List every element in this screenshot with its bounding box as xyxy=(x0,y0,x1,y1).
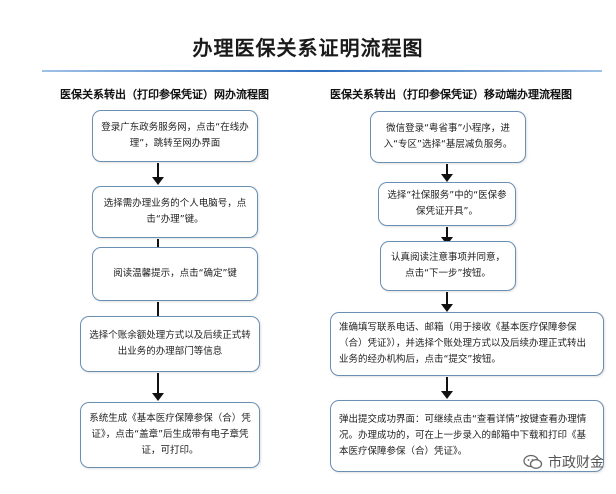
left-arrow-4 xyxy=(152,373,164,401)
left-flow-heading: 医保关系转出（打印参保凭证）网办流程图 xyxy=(60,88,269,101)
watermark-text: 市政财金 xyxy=(548,455,604,471)
watermark: 市政财金 xyxy=(523,452,604,472)
left-step-1: 登录广东政务服务网，点击“在线办理”，跳转至网办界面 xyxy=(92,110,258,162)
left-step-4: 选择个账余额处理方式以及后续正式转出业务的办理部门等信息 xyxy=(80,316,260,372)
wechat-icon xyxy=(523,454,543,470)
right-flow-heading: 医保关系转出（打印参保凭证）移动端办理流程图 xyxy=(330,88,572,101)
left-step-2: 选择需办理业务的个人电脑号，点击“办理”键。 xyxy=(92,186,258,238)
right-step-4: 准确填写联系电话、邮箱（用于接收《基本医疗保障参保（合）凭证》），并选择个账处理… xyxy=(330,312,604,376)
left-step-3: 阅读温馨提示，点击“确定”键 xyxy=(92,247,258,301)
right-step-5: 弹出提交成功界面：可继续点击“查看详情”按键查看办理情况。办理成功的，可在上一步… xyxy=(330,400,604,472)
title-divider xyxy=(42,70,602,72)
right-step-1: 微信登录“粤省事”小程序，进入“专区”选择“基层减负服务。 xyxy=(370,111,526,163)
right-step-3: 认真阅读注意事项并同意，点击“下一步”按钮。 xyxy=(380,241,516,291)
left-arrow-1 xyxy=(152,163,164,185)
right-arrow-3 xyxy=(441,292,453,312)
right-arrow-4 xyxy=(441,377,453,399)
left-step-5: 系统生成《基本医疗保障参保（合）凭证》，点击“盖章”后生成带有电子章凭证，可打印… xyxy=(80,402,260,468)
right-step-2: 选择“社保服务”中的“医保参保凭证开具”。 xyxy=(378,182,516,226)
right-arrow-1 xyxy=(441,164,453,182)
page-title: 办理医保关系证明流程图 xyxy=(192,36,424,60)
